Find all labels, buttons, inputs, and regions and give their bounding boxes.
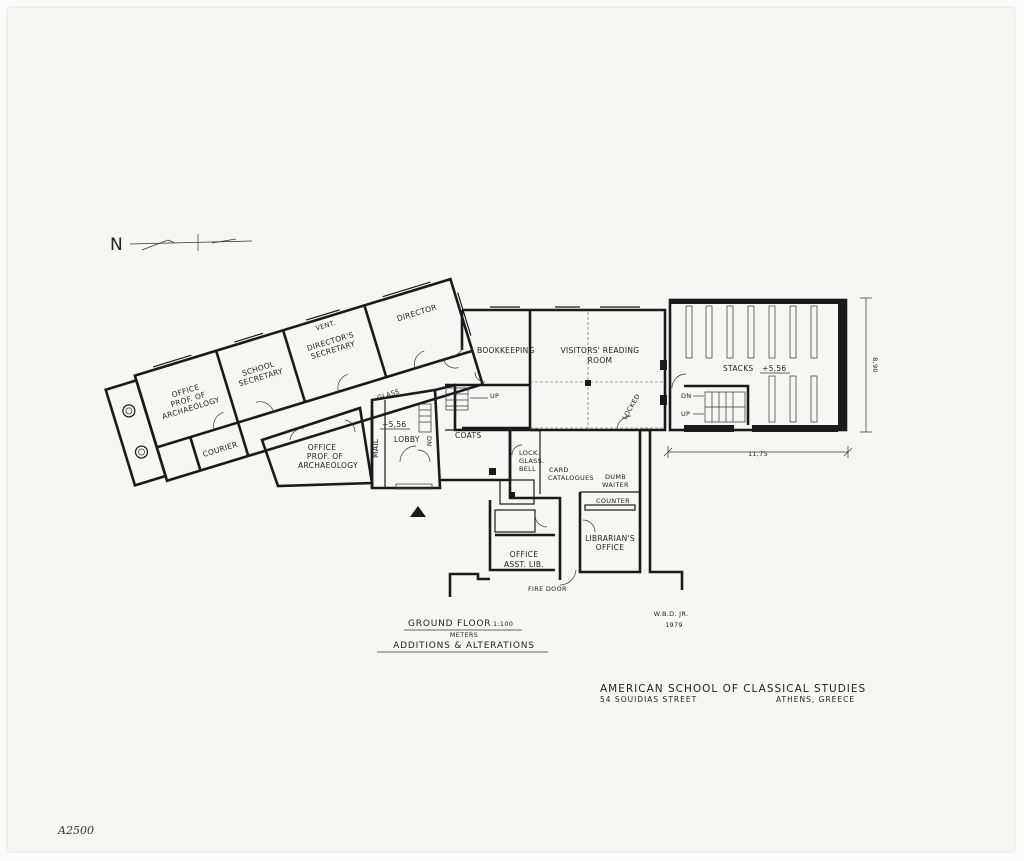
room-label-card-catalogues: CARD CATALOGUES [548, 466, 594, 482]
room-label-fire-door: FIRE DOOR [528, 585, 567, 593]
svg-text:GLASS.: GLASS. [519, 457, 544, 465]
svg-text:WAITER: WAITER [602, 481, 629, 489]
room-label-office-prof-1: OFFICE PROF. OF ARCHAEOLOGY [161, 382, 221, 421]
svg-text:DUMB: DUMB [605, 473, 626, 481]
stack-shelves-upper [685, 305, 818, 359]
svg-text:11,75: 11,75 [748, 450, 768, 458]
entrance-porch [104, 378, 168, 487]
stacks: STACKS +5,56 DN UP 11,75 [663, 297, 879, 458]
room-label-lock-glass-bell: LOCK. GLASS. BELL [519, 449, 544, 473]
drawing-title-text: GROUND FLOOR [408, 619, 491, 629]
institution-name: AMERICAN SCHOOL OF CLASSICAL STUDIES [600, 683, 866, 695]
svg-text:PROF. OF: PROF. OF [307, 452, 343, 461]
archive-number: A2500 [57, 824, 94, 837]
drawing-scale: 1:100 [493, 620, 513, 628]
stacks-width-dimension: 11,75 [663, 446, 853, 458]
svg-text:ROOM: ROOM [588, 356, 613, 365]
room-label-counter: COUNTER [596, 497, 630, 505]
north-label: N [110, 235, 123, 255]
draftsman-name: W.B.D. JR. [654, 610, 689, 618]
svg-text:OFFICE: OFFICE [308, 443, 337, 452]
central-block: MAIL LOBBY +5,56 GLASS DN COATS [370, 383, 512, 490]
room-label-office-prof-2: OFFICE PROF. OF ARCHAEOLOGY [298, 443, 358, 470]
drawing-subtitle: ADDITIONS & ALTERATIONS [393, 641, 535, 651]
room-label-directors-secretary: DIRECTOR'S SECRETARY [306, 330, 357, 361]
room-label-stacks: STACKS [723, 364, 753, 373]
svg-text:UP: UP [490, 392, 499, 400]
lobby-stair: DN [418, 403, 433, 446]
drawing-units: METERS [450, 631, 478, 639]
svg-text:DN: DN [425, 436, 433, 446]
office-wing: OFFICE PROF. OF ARCHAEOLOGY SCHOOL SECRE… [104, 277, 485, 487]
stacks-depth-dimension: 8,90 [860, 297, 879, 433]
room-label-lobby: LOBBY [394, 435, 420, 444]
room-label-coats: COATS [455, 431, 481, 440]
svg-text:LIBRARIAN'S: LIBRARIAN'S [585, 534, 635, 543]
room-label-mail: MAIL [371, 438, 380, 458]
svg-text:LOCK.: LOCK. [519, 449, 540, 457]
room-label-visitors-reading-room: VISITORS' READING ROOM [561, 346, 640, 365]
bookkeeping-stair: UP [445, 387, 499, 411]
room-label-director: DIRECTOR [396, 303, 438, 324]
room-label-dumb-waiter: DUMB WAITER [602, 473, 629, 489]
svg-text:OFFICE: OFFICE [596, 543, 625, 552]
stack-shelves-lower [768, 375, 818, 423]
room-label-glass: GLASS [376, 388, 400, 402]
service-block: LOCK. GLASS. BELL CARD CATALOGUES OFFICE… [448, 428, 684, 597]
svg-text:CATALOGUES: CATALOGUES [548, 474, 594, 482]
column-2 [134, 445, 149, 459]
svg-text:OFFICE: OFFICE [510, 550, 539, 559]
stacks-outline [668, 298, 848, 432]
institution-block: AMERICAN SCHOOL OF CLASSICAL STUDIES 54 … [600, 683, 866, 704]
svg-text:DN: DN [681, 392, 691, 400]
room-label-locked: LOCKED [621, 393, 642, 421]
north-arrow: N [110, 234, 253, 255]
svg-text:ASST. LIB.: ASST. LIB. [504, 560, 544, 569]
room-label-librarians-office: LIBRARIAN'S OFFICE [585, 534, 635, 552]
lobby-level: +5,56 [382, 420, 406, 429]
room-label-courier: COURIER [202, 440, 239, 459]
draftsman-block: W.B.D. JR. 1979 [654, 610, 689, 629]
bookkeeping: BOOKKEEPING UP [445, 308, 535, 430]
column-1 [122, 404, 136, 418]
svg-text:VISITORS' READING: VISITORS' READING [561, 346, 640, 355]
institution-street: 54 SOUIDIAS STREET [600, 695, 697, 704]
stacks-level: +5,56 [762, 364, 786, 373]
reading-room: VISITORS' READING ROOM LOCKED [490, 306, 667, 432]
drawing-title: GROUND FLOOR 1:100 METERS ADDITIONS & AL… [377, 619, 548, 653]
svg-text:UP: UP [681, 410, 690, 418]
svg-text:ARCHAEOLOGY: ARCHAEOLOGY [298, 461, 358, 470]
svg-text:8,90: 8,90 [871, 357, 879, 373]
room-label-office-asst-lib: OFFICE ASST. LIB. [504, 550, 544, 569]
stacks-stair: DN UP [681, 384, 750, 425]
main-entrance-marker [410, 506, 426, 517]
drawing-year: 1979 [665, 621, 683, 629]
room-label-school-secretary: SCHOOL SECRETARY [238, 359, 285, 388]
institution-city: ATHENS, GREECE [776, 695, 855, 704]
svg-text:BELL: BELL [519, 465, 536, 473]
svg-text:CARD: CARD [549, 466, 569, 474]
room-label-bookkeeping: BOOKKEEPING [477, 346, 535, 355]
